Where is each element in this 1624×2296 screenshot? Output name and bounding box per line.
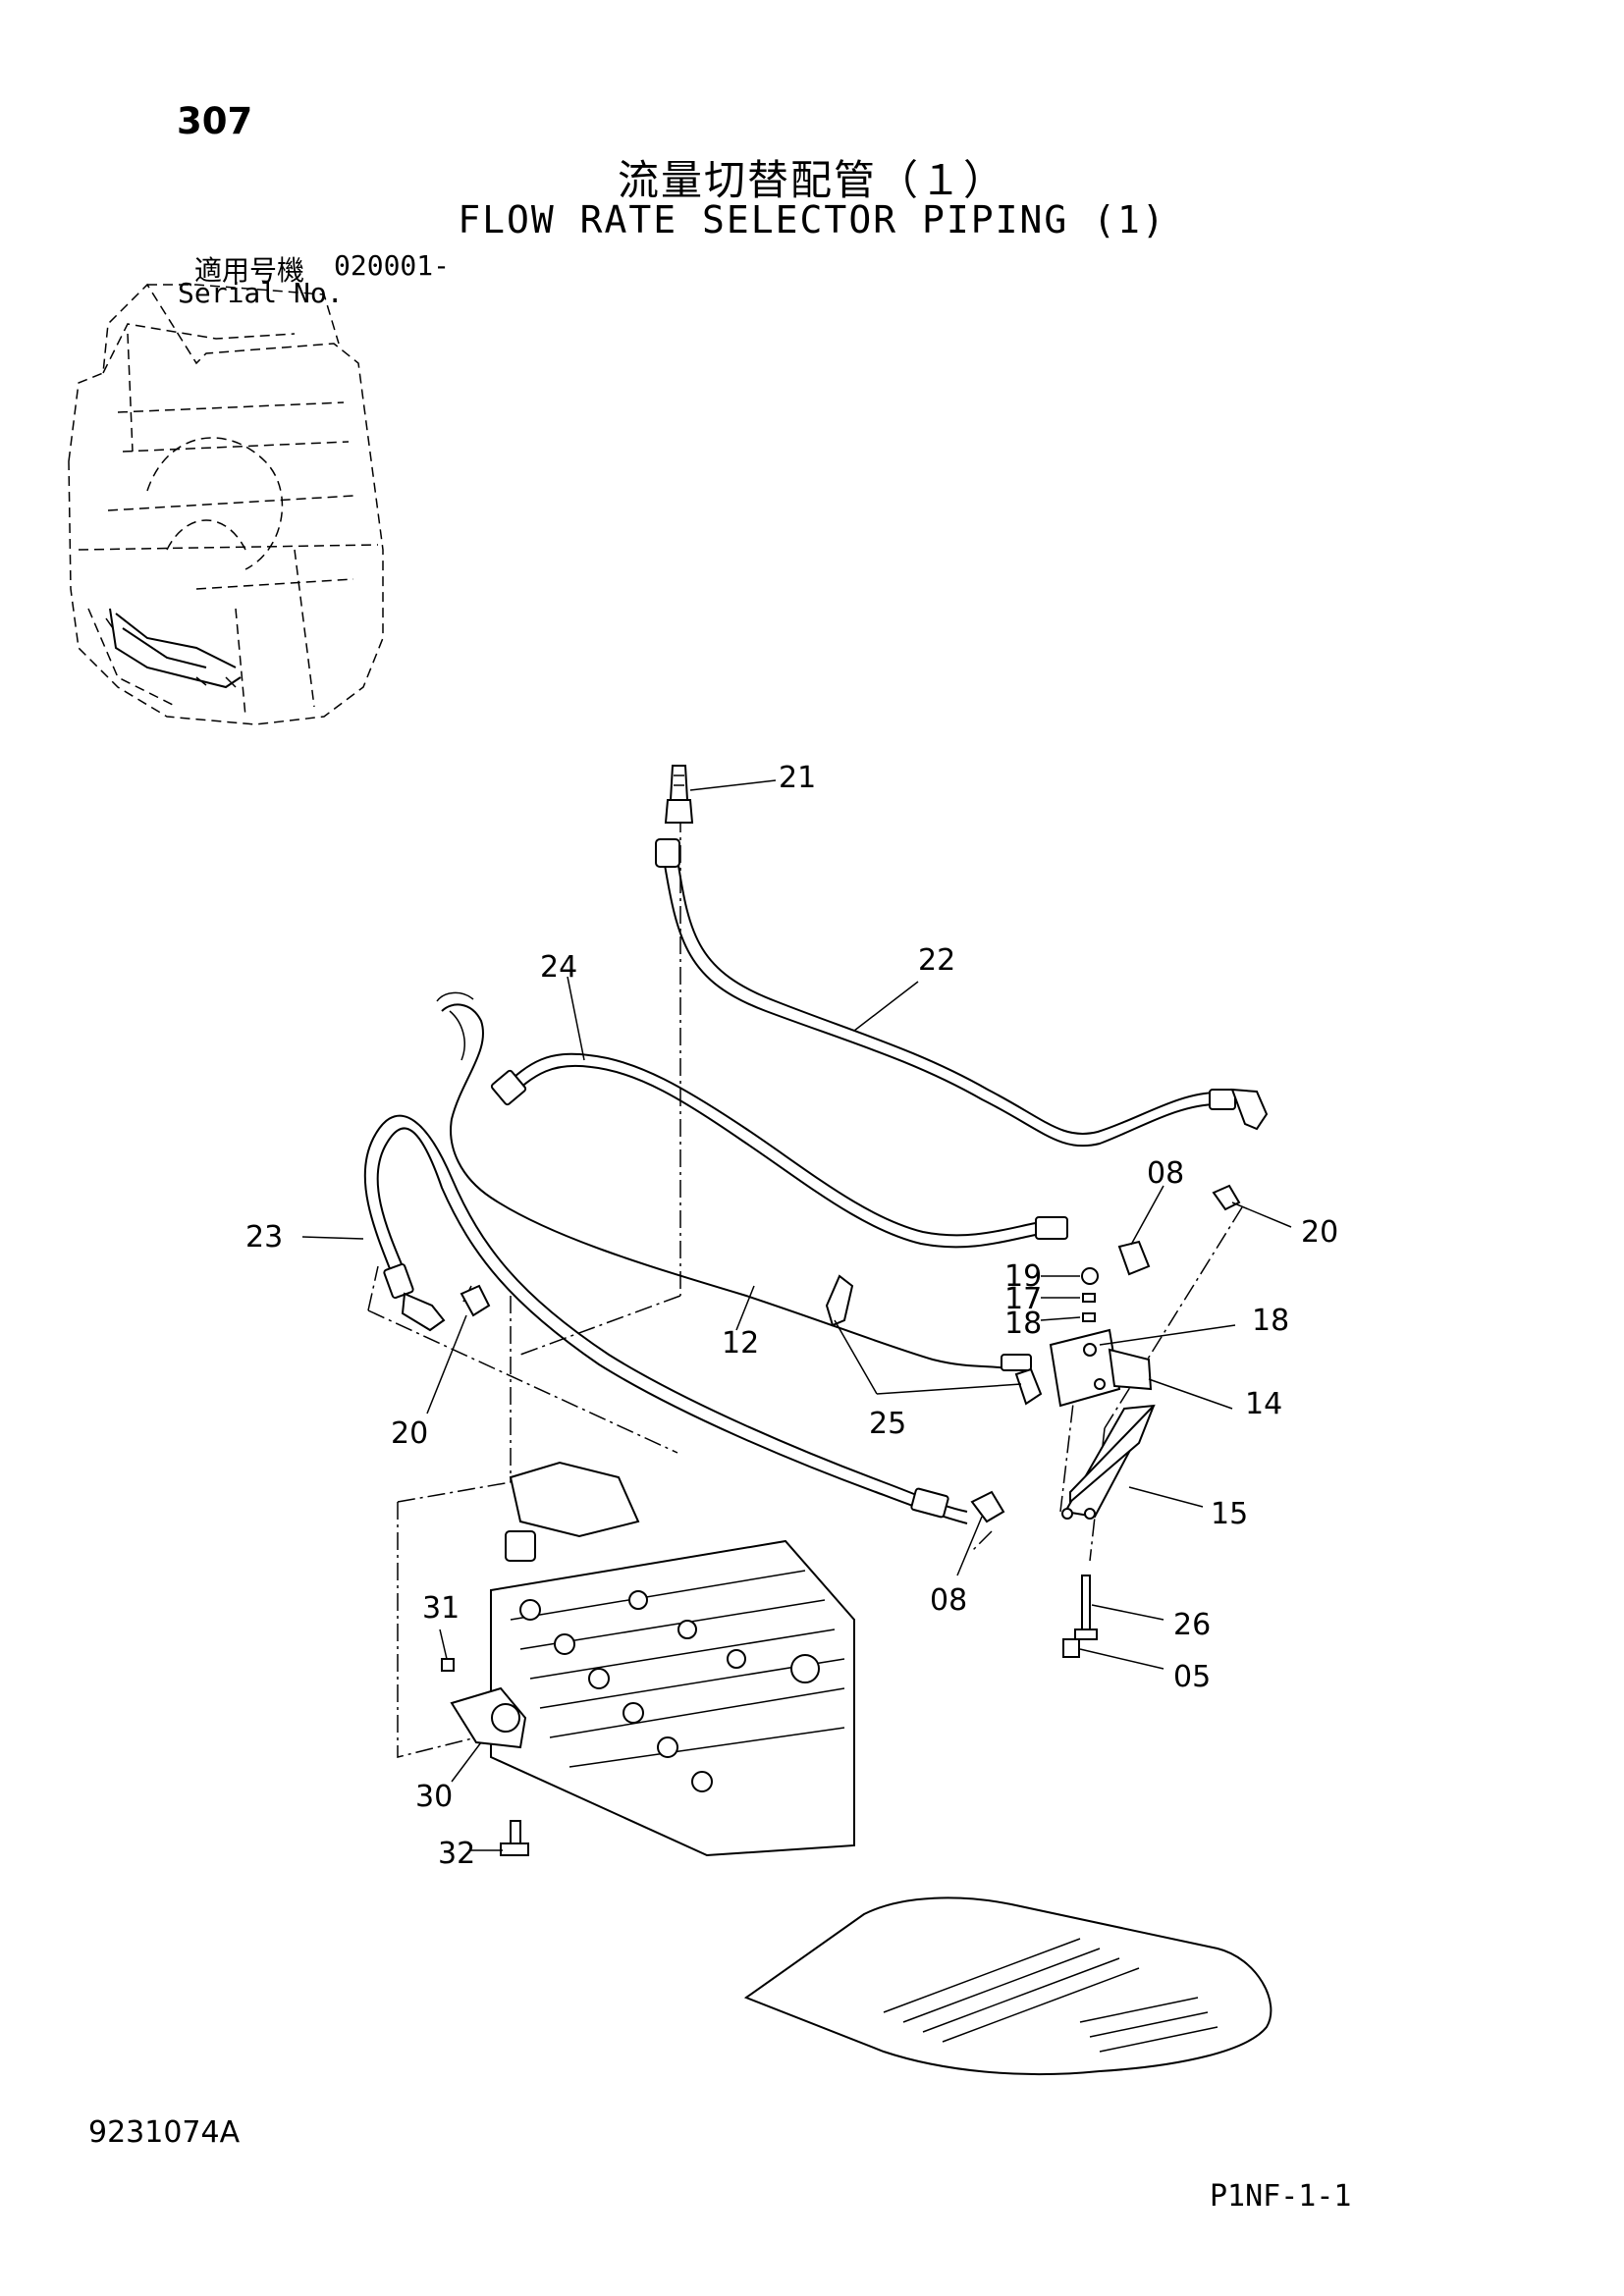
callout-20-left: 20 xyxy=(391,1416,428,1451)
serial-number-value: 020001- xyxy=(334,249,451,282)
callout-05: 05 xyxy=(1173,1660,1211,1694)
hose-fitting xyxy=(383,1262,414,1300)
callout-32: 32 xyxy=(438,1837,475,1871)
callout-25: 25 xyxy=(869,1407,906,1441)
washers-nuts xyxy=(1081,1267,1099,1322)
callout-12: 12 xyxy=(722,1326,759,1361)
callout-14: 14 xyxy=(1245,1387,1282,1421)
callout-15: 15 xyxy=(1211,1497,1248,1531)
callout-23: 23 xyxy=(245,1220,283,1255)
callout-26: 26 xyxy=(1173,1608,1211,1642)
serial-label: Serial No. xyxy=(178,277,344,309)
clamp-25 xyxy=(825,1274,1043,1406)
serial-label-japanese: 適用号機 xyxy=(194,254,305,287)
control-valve-block xyxy=(490,1461,855,1857)
hose-23 xyxy=(363,1114,968,1524)
callout-17: 17 xyxy=(1004,1282,1042,1316)
elbow-fitting xyxy=(1230,1088,1269,1131)
callout-08-top: 08 xyxy=(1147,1156,1184,1191)
callout-21: 21 xyxy=(779,761,816,795)
drawing-number: 9231074A xyxy=(88,2115,241,2150)
callout-18-right: 18 xyxy=(1252,1304,1289,1338)
hose-fitting xyxy=(1035,1216,1068,1240)
page-title: FLOW RATE SELECTOR PIPING (1) xyxy=(458,198,1166,241)
callout-30: 30 xyxy=(415,1780,453,1814)
machine-overview-thumbnail xyxy=(68,283,384,725)
callout-24: 24 xyxy=(540,950,577,985)
plug-21 xyxy=(664,765,694,824)
connector xyxy=(1001,1354,1032,1371)
solenoid-30-group xyxy=(441,1658,529,1856)
hose-fitting xyxy=(490,1069,527,1106)
page-number: 307 xyxy=(177,100,253,142)
page-title-japanese: 流量切替配管（１） xyxy=(617,156,1006,204)
hose-fitting xyxy=(910,1487,949,1519)
solenoid-valve-14 xyxy=(1049,1328,1153,1408)
bolts-26-05 xyxy=(1062,1575,1098,1658)
callout-22: 22 xyxy=(918,943,955,978)
callout-31: 31 xyxy=(422,1591,460,1626)
callout-19: 19 xyxy=(1004,1259,1042,1294)
hose-fitting xyxy=(655,838,680,868)
elbow-fitting xyxy=(401,1292,446,1332)
callout-labels: 21 22 24 23 08 20 19 17 18 18 12 25 14 2… xyxy=(245,761,1338,1871)
callout-08-bottom: 08 xyxy=(930,1583,967,1618)
page-code: P1NF-1-1 xyxy=(1210,2179,1352,2214)
floor-mat xyxy=(743,1896,1272,2076)
hose-fitting xyxy=(1209,1089,1236,1110)
harness-12 xyxy=(436,991,1032,1371)
callout-18-left: 18 xyxy=(1004,1307,1042,1341)
hose-24 xyxy=(490,1052,1068,1249)
callout-20-right: 20 xyxy=(1301,1215,1338,1250)
hose-22 xyxy=(655,838,1269,1148)
bracket-15 xyxy=(1061,1404,1156,1520)
leader-lines xyxy=(301,779,1292,1851)
